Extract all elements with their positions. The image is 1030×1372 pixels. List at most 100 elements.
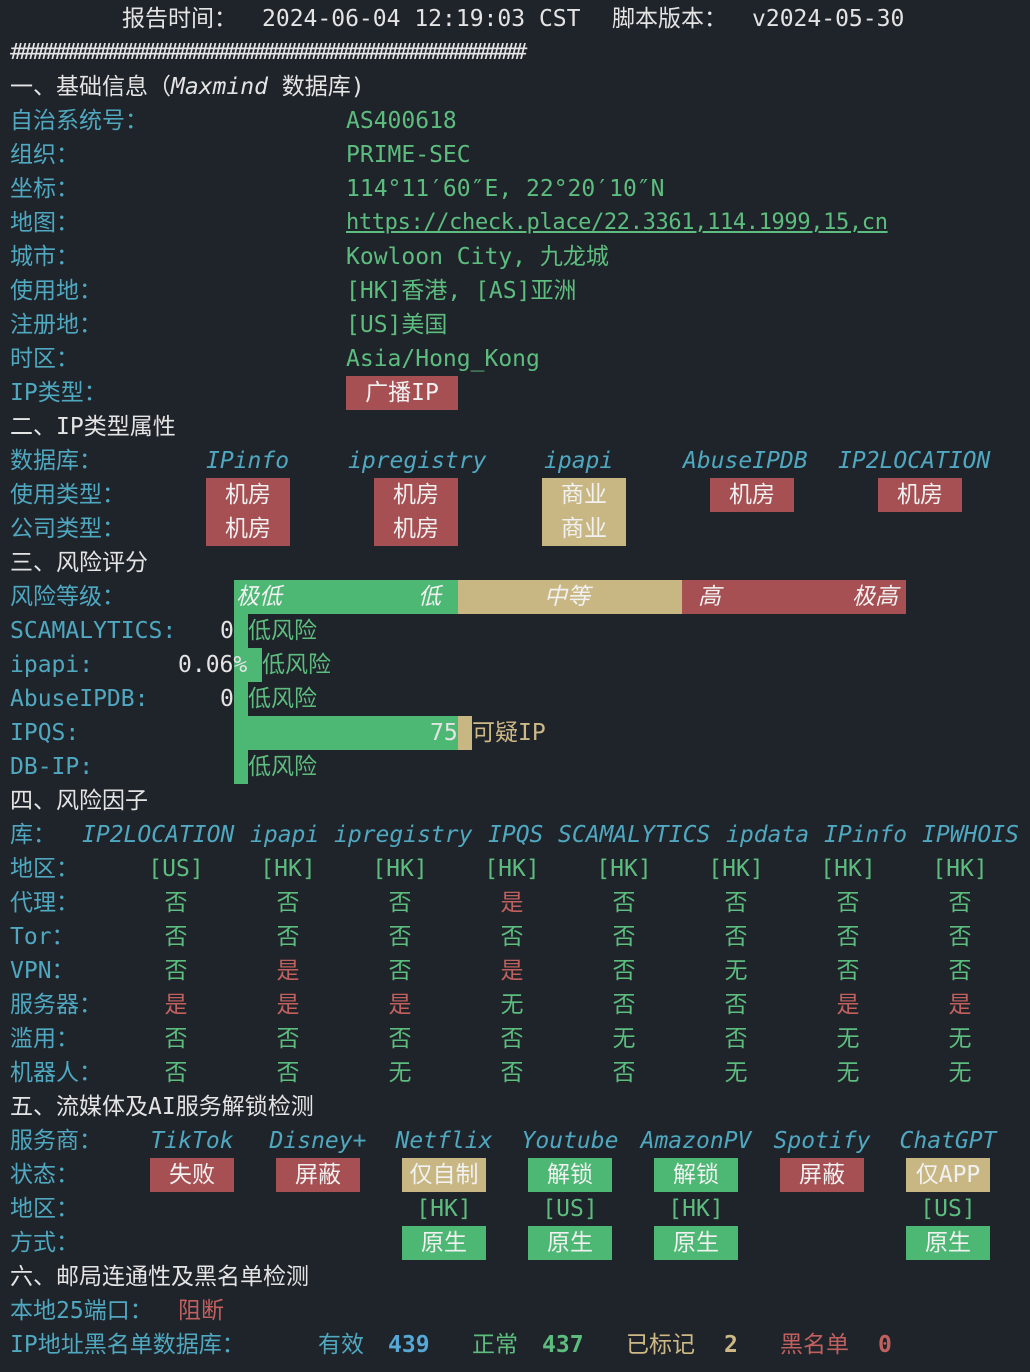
company-ipapi-badge: 商业 xyxy=(542,512,626,546)
dbip-verdict: 低风险 xyxy=(248,754,317,780)
risk-factor-cell: 是 xyxy=(276,958,300,984)
db-ipinfo: IPinfo xyxy=(206,448,290,474)
risk-base-bar xyxy=(234,614,248,784)
risk-factor-cell: 否 xyxy=(836,924,860,950)
usage-location-label: 使用地： xyxy=(10,278,102,304)
service-region-youtube: [US] xyxy=(542,1196,598,1222)
risk-factor-label: 机器人： xyxy=(10,1060,102,1086)
risk-factor-cell: 否 xyxy=(836,890,860,916)
ipapi-score: 0.06% xyxy=(178,652,248,678)
risk-factor-cell: [HK] xyxy=(596,856,652,882)
ipqs-score-label: IPQS: xyxy=(10,720,80,746)
lib-header-ipapi: ipapi xyxy=(250,822,320,848)
registered-location-value: [US]美国 xyxy=(346,312,448,338)
risk-factor-cell: 否 xyxy=(388,890,412,916)
risk-factor-cell: 否 xyxy=(500,1026,524,1052)
lib-header-ipwhois: IPWHOIS xyxy=(922,822,1019,848)
service-method-badge-amazonpv: 原生 xyxy=(654,1226,738,1260)
risk-factor-cell: 无 xyxy=(948,1060,972,1086)
risk-factor-cell: [HK] xyxy=(932,856,988,882)
section5-title: 五、流媒体及AI服务解锁检测 xyxy=(10,1094,314,1120)
marked-count: 2 xyxy=(724,1332,738,1358)
usage-location-value: [HK]香港, [AS]亚洲 xyxy=(346,278,577,304)
risk-factor-cell: 否 xyxy=(276,890,300,916)
map-label: 地图： xyxy=(10,210,79,236)
lib-header-ipdata: ipdata xyxy=(726,822,810,848)
risk-factor-cell: 否 xyxy=(164,924,188,950)
risk-factor-cell: 否 xyxy=(276,1060,300,1086)
risk-factor-cell: 否 xyxy=(612,1060,636,1086)
service-status-badge-disney: 屏蔽 xyxy=(276,1158,360,1192)
db-abuseipdb: AbuseIPDB xyxy=(683,448,808,474)
risk-factor-cell: [HK] xyxy=(820,856,876,882)
service-method-badge-netflix: 原生 xyxy=(402,1226,486,1260)
usage-ipinfo-badge: 机房 xyxy=(206,478,290,512)
service-name-amazonpv: AmazonPV xyxy=(640,1128,752,1154)
risk-factor-cell: 无 xyxy=(724,958,748,984)
city-label: 城市： xyxy=(10,244,79,270)
risk-factor-cell: 无 xyxy=(388,1060,412,1086)
service-region-netflix: [HK] xyxy=(416,1196,472,1222)
risk-factor-cell: 无 xyxy=(836,1060,860,1086)
risk-factor-cell: 否 xyxy=(388,958,412,984)
scamalytics-label: SCAMALYTICS: xyxy=(10,618,177,644)
risk-factor-cell: 否 xyxy=(612,890,636,916)
risk-scale-very-low-text: 极低 xyxy=(236,584,282,610)
asn-label: 自治系统号： xyxy=(10,108,148,134)
risk-factor-cell: 否 xyxy=(724,992,748,1018)
usage-ipapi-badge: 商业 xyxy=(542,478,626,512)
abuseipdb-score: 0 xyxy=(220,686,234,712)
risk-factor-cell: 是 xyxy=(388,992,412,1018)
risk-factor-cell: [HK] xyxy=(260,856,316,882)
risk-factor-label: VPN： xyxy=(10,958,75,984)
section4-title: 四、风险因子 xyxy=(10,788,148,814)
service-status-badge-amazonpv: 解锁 xyxy=(654,1158,738,1192)
valid-count: 439 xyxy=(388,1332,430,1358)
scamalytics-score: 0 xyxy=(220,618,234,644)
lib-header-ipinfo: IPinfo xyxy=(824,822,908,848)
lib-label: 库： xyxy=(10,822,56,848)
service-name-spotify: Spotify xyxy=(773,1128,871,1154)
service-status-badge-chatgpt: 仅APP xyxy=(906,1158,990,1192)
dbip-score-label: DB-IP: xyxy=(10,754,94,780)
risk-scale-high-text: 高 xyxy=(698,584,721,610)
risk-factor-cell: 是 xyxy=(500,890,524,916)
marked-label: 已标记 xyxy=(626,1332,695,1358)
ipapi-score-bar xyxy=(234,648,262,682)
section3-title: 三、风险评分 xyxy=(10,550,148,576)
risk-factor-cell: 否 xyxy=(724,924,748,950)
service-name-chatgpt: ChatGPT xyxy=(899,1128,997,1154)
db-ip2location: IP2LOCATION xyxy=(838,448,991,474)
lib-header-scamalytics: SCAMALYTICS xyxy=(558,822,711,848)
service-name-netflix: Netflix xyxy=(395,1128,493,1154)
risk-factor-cell: 否 xyxy=(388,924,412,950)
coord-label: 坐标： xyxy=(10,176,79,202)
ipapi-verdict: 低风险 xyxy=(262,652,331,678)
risk-factor-cell: 无 xyxy=(612,1026,636,1052)
risk-factor-cell: 否 xyxy=(836,958,860,984)
risk-level-label: 风险等级： xyxy=(10,584,125,610)
map-link[interactable]: https://check.place/22.3361,114.1999,15,… xyxy=(346,210,888,235)
coord-value: 114°11′60″E, 22°20′10″N xyxy=(346,176,665,202)
risk-factor-cell: 否 xyxy=(388,1026,412,1052)
risk-factor-cell: 否 xyxy=(500,924,524,950)
risk-factor-cell: 否 xyxy=(612,958,636,984)
usage-ip2location-badge: 机房 xyxy=(878,478,962,512)
risk-factor-cell: 否 xyxy=(948,890,972,916)
ipqs-score-bar-yellow xyxy=(458,716,472,750)
service-status-badge-youtube: 解锁 xyxy=(528,1158,612,1192)
risk-factor-cell: 无 xyxy=(836,1026,860,1052)
section1-title: 一、基础信息（Maxmind 数据库) xyxy=(10,74,365,100)
org-value: PRIME-SEC xyxy=(346,142,471,168)
risk-factor-cell: 否 xyxy=(612,992,636,1018)
scamalytics-verdict: 低风险 xyxy=(248,618,317,644)
script-version: v2024-05-30 xyxy=(752,6,905,32)
risk-factor-cell: 否 xyxy=(164,890,188,916)
service-provider-label: 服务商： xyxy=(10,1128,102,1154)
risk-factor-label: 代理： xyxy=(10,890,79,916)
risk-factor-label: 地区： xyxy=(10,856,79,882)
usage-ipregistry-badge: 机房 xyxy=(374,478,458,512)
risk-factor-cell: 无 xyxy=(500,992,524,1018)
risk-factor-cell: 无 xyxy=(724,1060,748,1086)
